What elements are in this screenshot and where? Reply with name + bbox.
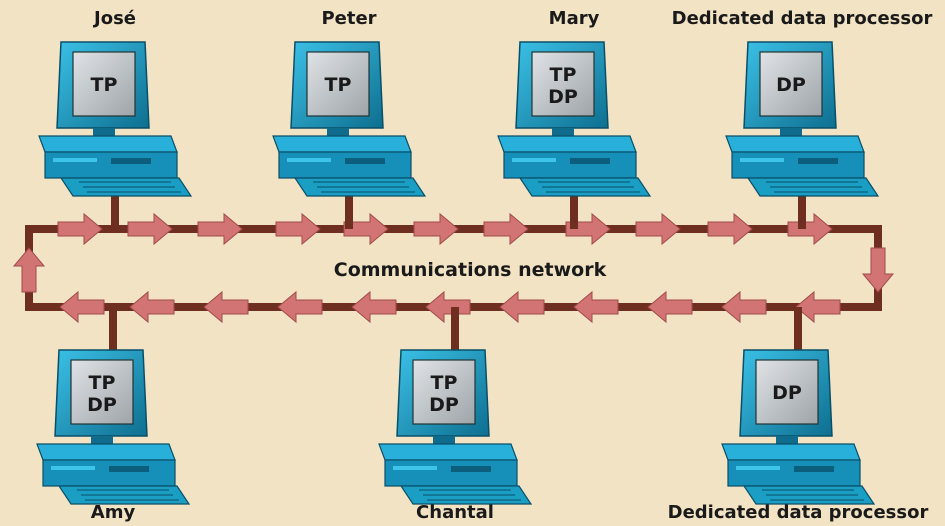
bottom-node-2: DP Dedicated data processor (668, 307, 929, 523)
top-node-1: TP Peter (272, 8, 426, 229)
flow-arrows (12, 212, 895, 324)
network-label: Communications network (334, 259, 607, 281)
computer-icon (272, 41, 426, 197)
node-name: Chantal (416, 502, 494, 523)
arrow-right (197, 212, 243, 246)
node-name: Peter (321, 8, 376, 29)
arrow-left (647, 290, 693, 324)
screen-label: TP (91, 74, 118, 96)
arrow-left (425, 290, 471, 324)
top-node-0: TP José (38, 8, 192, 229)
arrow-right (787, 212, 833, 246)
screen-label: TP (325, 74, 352, 96)
arrow-left (59, 290, 105, 324)
screen-label: TP (550, 64, 577, 86)
screen-label: DP (772, 382, 802, 404)
arrow-left (795, 290, 841, 324)
node-name: Dedicated data processor (672, 8, 933, 29)
arrow-right (413, 212, 459, 246)
arrow-left (351, 290, 397, 324)
arrow-left (721, 290, 767, 324)
arrow-right (483, 212, 529, 246)
arrow-right (127, 212, 173, 246)
arrow-right (635, 212, 681, 246)
screen-label: TP (431, 372, 458, 394)
arrow-right (343, 212, 389, 246)
arrow-left (573, 290, 619, 324)
node-name: Mary (549, 8, 600, 29)
arrow-right (275, 212, 321, 246)
node-name: Dedicated data processor (668, 502, 929, 523)
arrow-left (203, 290, 249, 324)
top-node-3: DP Dedicated data processor (672, 8, 933, 229)
arrow-right (565, 212, 611, 246)
arrow-right (707, 212, 753, 246)
screen-label: TP (89, 372, 116, 394)
computer-icon (725, 41, 879, 197)
screen-label: DP (429, 394, 459, 416)
computer-icon (38, 41, 192, 197)
node-name: José (92, 8, 136, 29)
screen-label: DP (548, 86, 578, 108)
arrow-left (129, 290, 175, 324)
screen-label: DP (87, 394, 117, 416)
computer-icon (721, 349, 875, 505)
arrow-right (57, 212, 103, 246)
arrow-up (12, 247, 46, 293)
node-name: Amy (91, 502, 136, 523)
arrow-left (499, 290, 545, 324)
arrow-down (861, 247, 895, 293)
screen-label: DP (776, 74, 806, 96)
arrow-left (277, 290, 323, 324)
